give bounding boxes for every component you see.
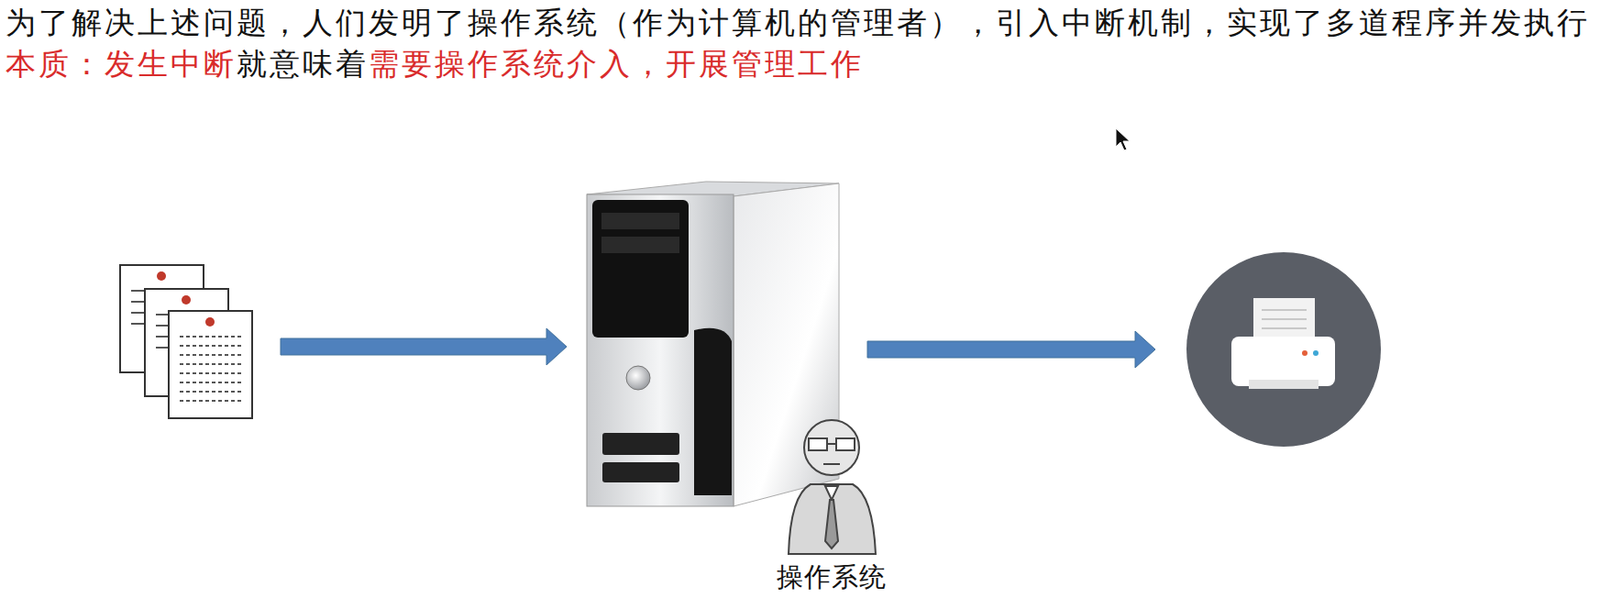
computer-tower <box>586 181 839 507</box>
document-stack <box>120 264 253 419</box>
person-figure <box>788 419 876 554</box>
emphasis-text: 需要操作系统介入，开展管理工作 <box>368 47 864 81</box>
subtitle-line: 本质：发生中断就意味着需要操作系统介入，开展管理工作 <box>5 44 864 86</box>
heading: 为了解决上述问题，人们发明了操作系统（作为计算机的管理者），引入中断机制，实现了… <box>5 5 1590 43</box>
mouse-cursor <box>1115 128 1130 151</box>
block-arrow <box>280 328 567 365</box>
body-text: 就意味着 <box>236 47 369 81</box>
figure-label: 操作系统 <box>776 561 887 594</box>
emphasis-text: 本质：发生中断 <box>5 47 237 81</box>
printer-icon <box>1186 252 1381 447</box>
block-arrow <box>867 331 1156 368</box>
